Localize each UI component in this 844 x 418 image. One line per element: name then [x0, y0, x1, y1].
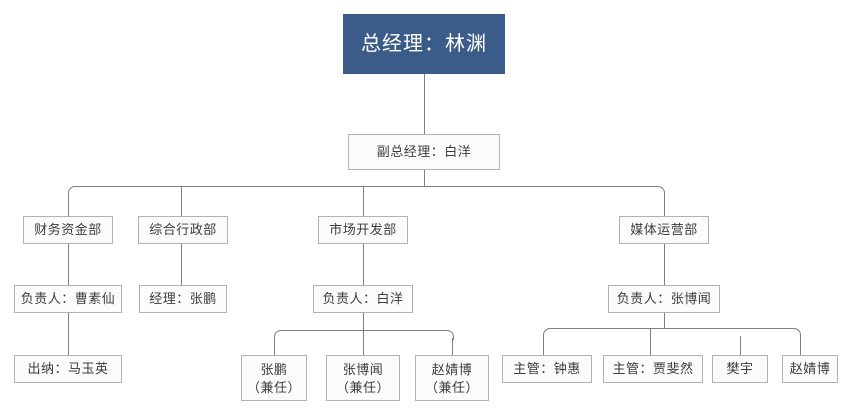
node-deputy-general-manager[interactable]: 副总经理：白洋 [348, 134, 500, 170]
connector-gm-to-deputy [424, 74, 425, 134]
connector-department-bus-left-elbow [68, 186, 77, 196]
connector-dept4-to-lead4 [664, 244, 665, 285]
connector-bus-to-media-staff-3 [740, 336, 741, 355]
node-department-administration[interactable]: 综合行政部 [138, 216, 228, 244]
node-lead-media-operations[interactable]: 负责人：张博闻 [608, 285, 720, 313]
node-staff-media-2[interactable]: 主管：贾斐然 [603, 355, 703, 383]
connector-bus-to-market-staff-2 [363, 330, 364, 355]
connector-bus-to-dept-4 [664, 194, 665, 216]
connector-department-bus [75, 186, 657, 187]
connector-bus-to-dept-2 [181, 186, 182, 216]
connector-dept2-to-lead2 [181, 244, 182, 285]
connector-media-staff-bus [550, 328, 793, 329]
connector-media-bus-left-elbow [543, 328, 552, 338]
node-general-manager[interactable]: 总经理：林渊 [343, 14, 505, 74]
connector-department-bus-right-elbow [656, 186, 665, 196]
node-staff-cashier[interactable]: 出纳：马玉英 [14, 355, 122, 383]
connector-dept1-to-lead1 [68, 244, 69, 285]
node-lead-market-development[interactable]: 负责人：白洋 [313, 285, 413, 313]
connector-bus-to-market-staff-3 [452, 338, 453, 355]
connector-bus-to-dept-3 [363, 186, 364, 216]
connector-bus-to-dept-1 [68, 194, 69, 216]
connector-lead4-drop [664, 313, 665, 328]
connector-market-bus-right-elbow [445, 330, 454, 340]
connector-deputy-drop [424, 170, 425, 186]
node-staff-media-3[interactable]: 樊宇 [712, 355, 768, 383]
node-department-finance[interactable]: 财务资金部 [23, 216, 113, 244]
node-staff-market-1[interactable]: 张鹏 （兼任） [241, 355, 307, 401]
connector-media-bus-right-elbow [792, 328, 801, 338]
node-staff-media-4[interactable]: 赵婧博 [782, 355, 838, 383]
connector-dept3-to-lead3 [363, 244, 364, 285]
connector-bus-to-media-staff-2 [650, 328, 651, 355]
connector-market-bus-left-elbow [274, 330, 283, 340]
node-lead-administration[interactable]: 经理：张鹏 [139, 285, 227, 313]
connector-bus-to-media-staff-4 [800, 336, 801, 355]
connector-lead3-drop [363, 313, 364, 330]
node-staff-market-2[interactable]: 张博闻 （兼任） [326, 355, 400, 401]
node-staff-media-1[interactable]: 主管：钟惠 [502, 355, 592, 383]
node-department-media-operations[interactable]: 媒体运营部 [619, 216, 709, 244]
connector-lead1-to-staff [68, 313, 69, 355]
node-staff-market-3[interactable]: 赵婧博 （兼任） [415, 355, 489, 401]
node-department-market-development[interactable]: 市场开发部 [318, 216, 408, 244]
connector-bus-to-market-staff-1 [274, 338, 275, 355]
node-lead-finance[interactable]: 负责人：曹素仙 [14, 285, 122, 313]
connector-bus-to-media-staff-1 [543, 336, 544, 355]
